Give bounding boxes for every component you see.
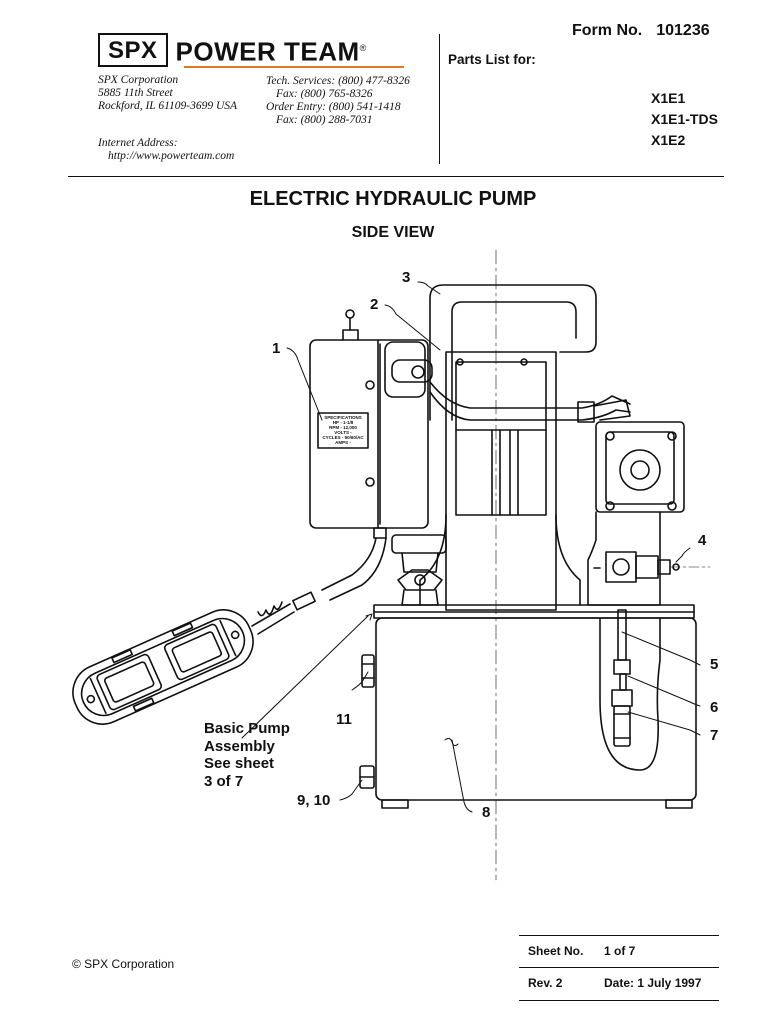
motor-housing [419, 249, 581, 881]
model-item: X1E1 [651, 90, 686, 106]
breather-cap [391, 534, 447, 606]
form-number-label: Form No. [572, 22, 643, 39]
tech-services: Tech. Services: (800) 477-8326 [266, 75, 410, 87]
page-title: ELECTRIC HYDRAULIC PUMP [249, 188, 537, 210]
parts-list-label: Parts List for: [448, 52, 536, 67]
spx-power-team-logo: SPX POWER TEAM® [98, 33, 367, 67]
company-address: SPX Corporation 5885 11th Street Rockfor… [98, 74, 237, 113]
internet-label: Internet Address: [98, 137, 178, 149]
order-entry: Order Entry: (800) 541-1418 [266, 101, 401, 113]
basic-pump-note-line: See sheet [204, 755, 275, 772]
company-city: Rockford, IL 61109-3699 USA [98, 100, 238, 112]
callout-8: 8 [482, 804, 490, 821]
revision: Rev. 2 [528, 976, 563, 990]
sheet-value: 1 of 7 [604, 944, 636, 958]
hydraulic-tube [429, 381, 631, 423]
sheet-box-divider [519, 967, 719, 968]
pendant-remote [72, 609, 254, 725]
spec-plate-line: VOLTS - [334, 430, 352, 435]
spec-plate-line: RPM - 12,000 [329, 425, 357, 430]
form-number: Form No. 101236 [572, 22, 710, 40]
registered-mark: ® [359, 43, 367, 53]
logo-power-team: POWER TEAM® [168, 33, 367, 67]
contact-numbers: Tech. Services: (800) 477-8326 Fax: (800… [266, 75, 410, 127]
callout-labels: 1 2 3 4 5 6 7 8 9, 10 11 [272, 269, 718, 821]
spec-plate-line: CYCLES - 50/60/AC [322, 435, 364, 440]
leader-lines [241, 281, 701, 813]
page-subtitle: SIDE VIEW [351, 224, 435, 241]
callout-11: 11 [336, 711, 352, 728]
copyright: © SPX Corporation [72, 957, 175, 971]
revision-date: Date: 1 July 1997 [604, 976, 702, 990]
model-item: X1E1-TDS [651, 111, 718, 127]
header-divider [439, 34, 440, 164]
basic-pump-note-line: Assembly [204, 737, 275, 755]
callout-6: 6 [710, 699, 718, 716]
sheet-label: Sheet No. [528, 944, 584, 958]
basic-pump-note-line: Basic Pump [204, 720, 290, 737]
website-link[interactable]: http://www.powerteam.com [108, 150, 235, 162]
internet-address: Internet Address: http://www.powerteam.c… [98, 137, 234, 163]
form-number-value: 101236 [656, 22, 710, 39]
company-name: SPX Corporation [98, 74, 179, 86]
callout-3: 3 [402, 269, 410, 286]
logo-underline [184, 66, 404, 68]
electrical-box [309, 309, 433, 539]
callout-4: 4 [698, 532, 707, 549]
logo-spx: SPX [98, 33, 168, 67]
spec-plate-line: SPECIFICATIONS [324, 415, 361, 420]
header-rule [68, 176, 724, 177]
valve-block [587, 421, 711, 606]
reservoir [359, 604, 697, 809]
fax-2: Fax: (800) 288-7031 [276, 114, 373, 126]
basic-pump-note-line: 3 of 7 [204, 772, 244, 790]
callout-7: 7 [710, 727, 718, 744]
suction-tube [611, 609, 633, 747]
spec-plate-line: HP - 1-1/8 [333, 420, 354, 425]
model-list: X1E1 X1E1-TDS X1E2 [651, 88, 718, 151]
callout-5: 5 [710, 656, 718, 673]
logo-power-team-text: POWER TEAM [175, 36, 360, 67]
sheet-info-box: Sheet No. 1 of 7 Rev. 2 Date: 1 July 199… [519, 935, 719, 1001]
callout-9-10: 9, 10 [297, 792, 330, 809]
power-cord [251, 537, 387, 635]
spec-plate-line: AMPS - [335, 440, 351, 445]
callout-1: 1 [272, 340, 280, 357]
company-street: 5885 11th Street [98, 87, 173, 99]
spec-plate: SPECIFICATIONS HP - 1-1/8 RPM - 12,000 V… [322, 415, 364, 445]
basic-pump-note: Basic Pump Assembly See sheet 3 of 7 [204, 720, 290, 790]
model-item: X1E2 [651, 132, 686, 148]
fax-1: Fax: (800) 765-8326 [276, 88, 373, 100]
callout-2: 2 [370, 296, 378, 313]
